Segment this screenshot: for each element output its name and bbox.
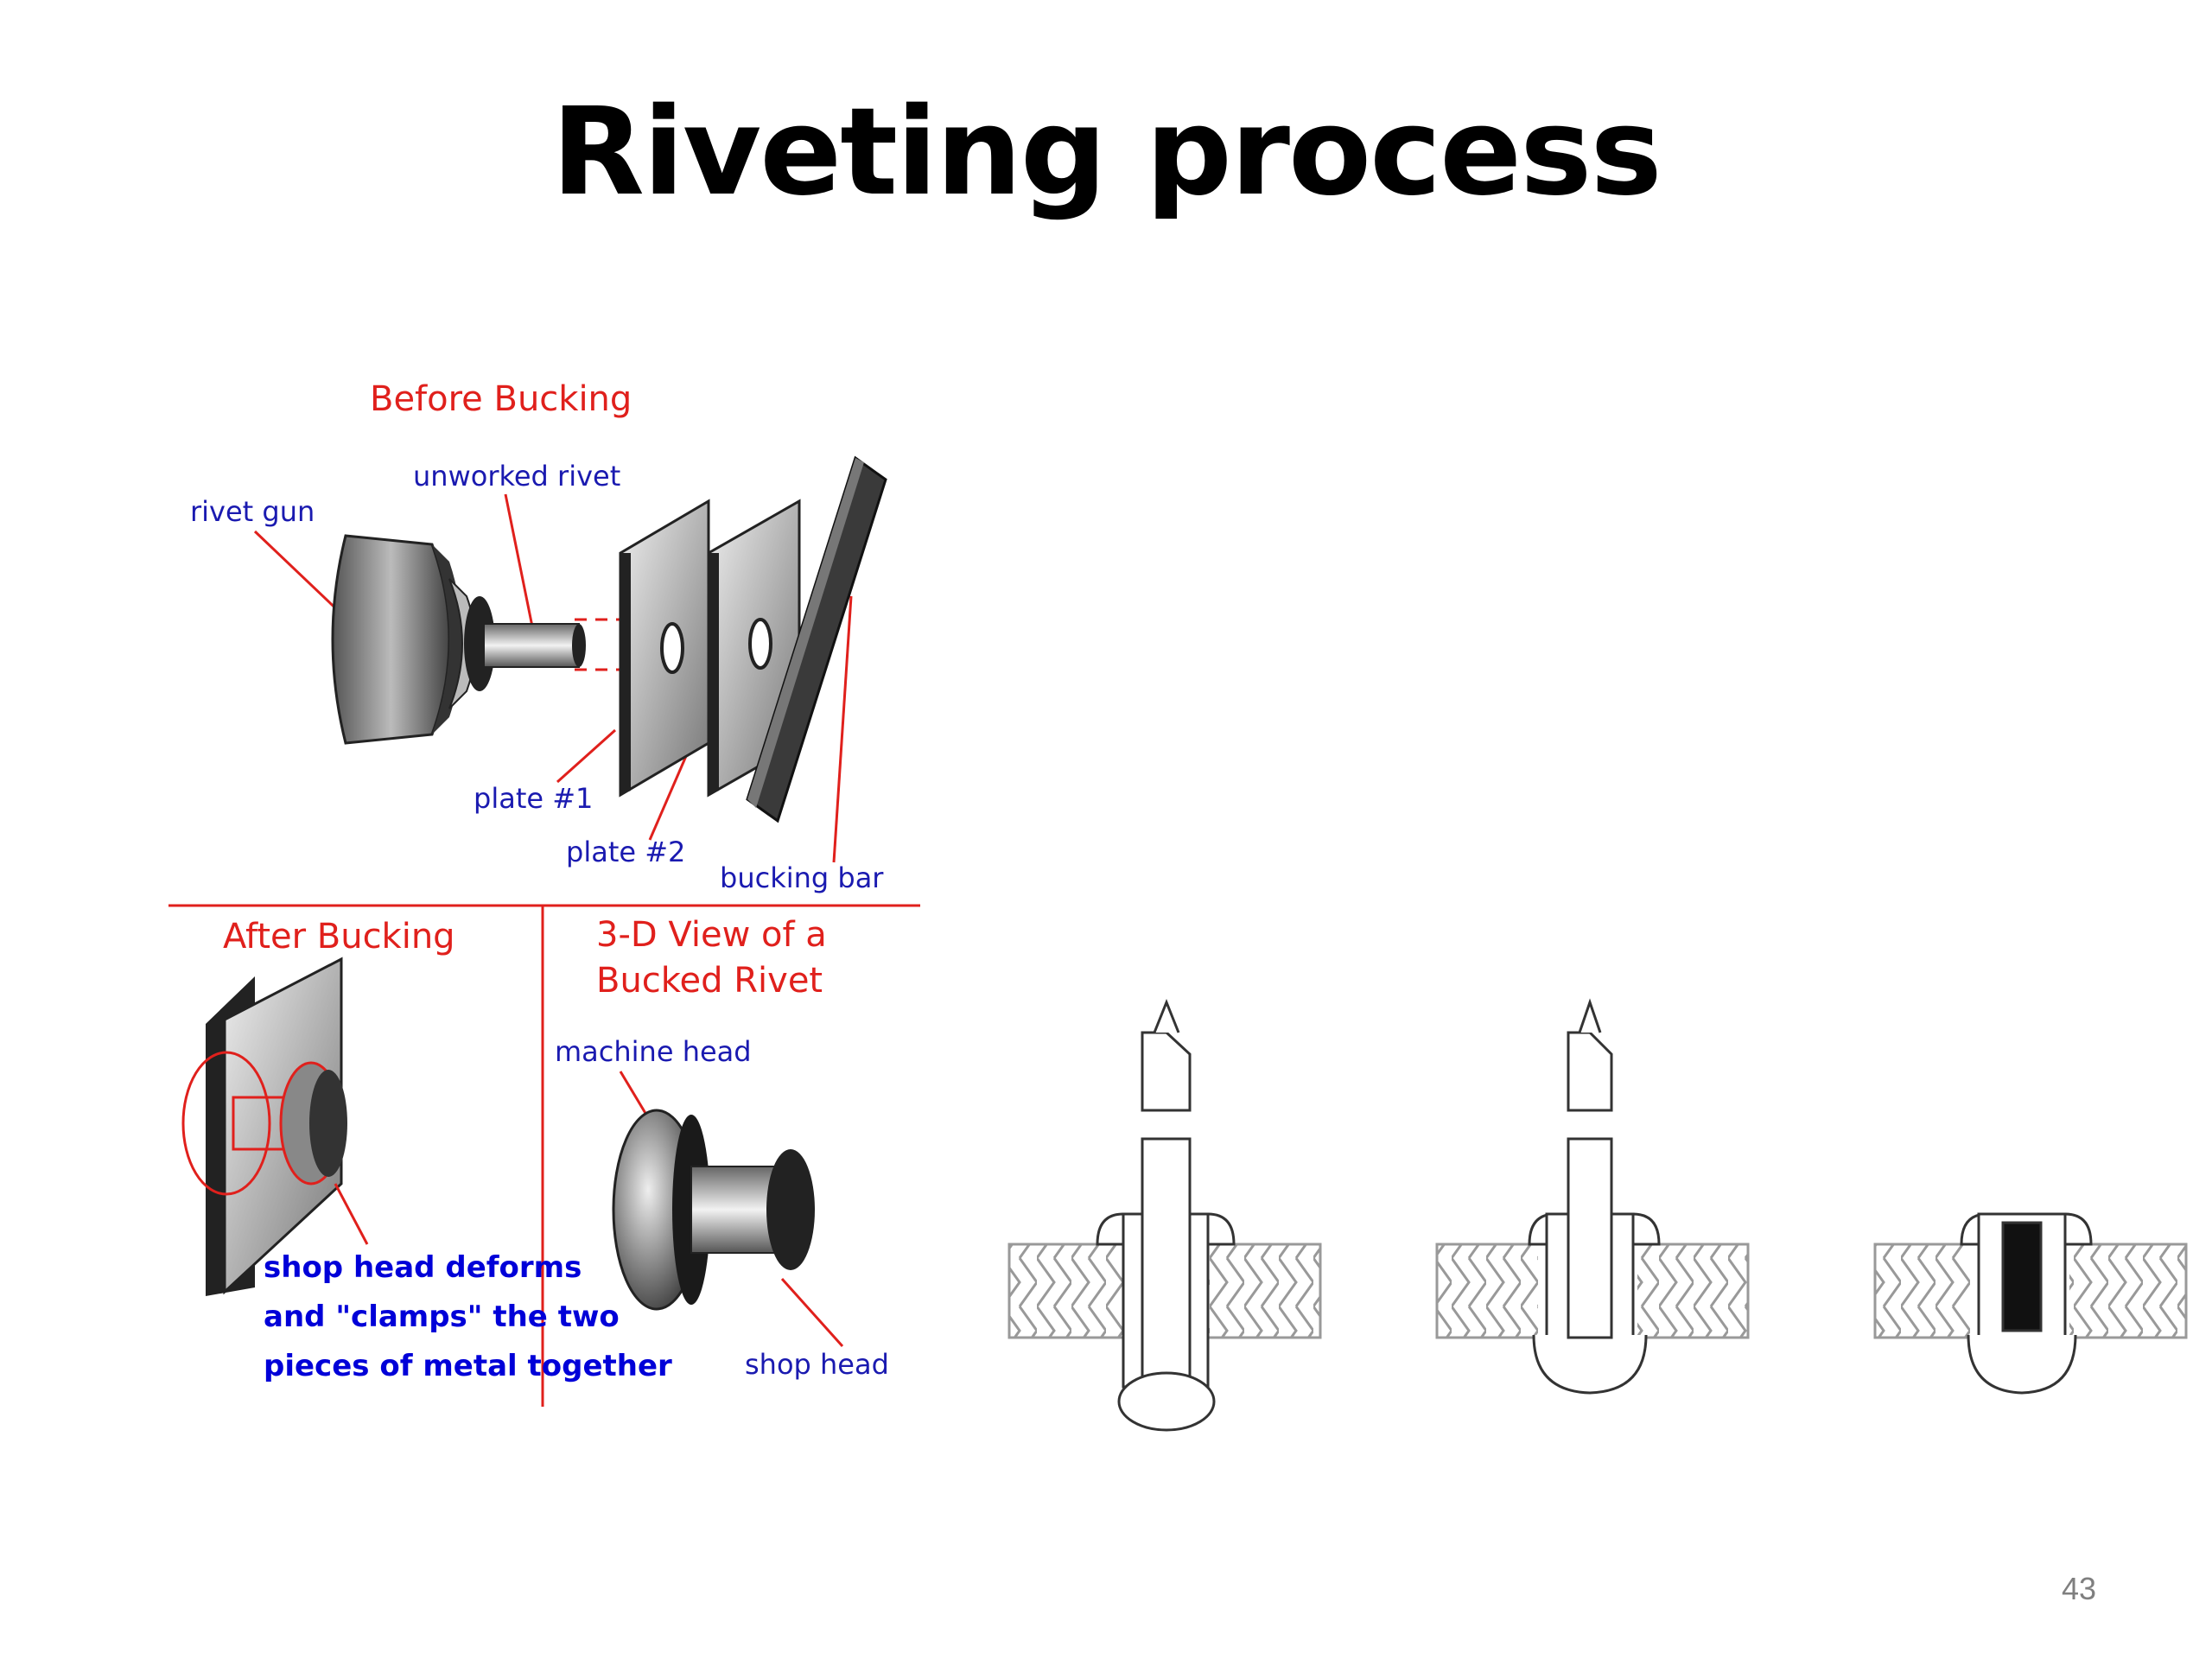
label-plate-1: plate #1 <box>474 782 593 815</box>
caption-line: and "clamps" the two <box>264 1300 620 1334</box>
view3d-title-line1: 3-D View of a <box>596 915 827 955</box>
slide-title: Riveting process <box>551 82 1662 223</box>
bucking-bar-illustration <box>746 455 887 823</box>
blind-rivet-stage-2 <box>1435 998 1750 1395</box>
label-bucking-bar: bucking bar <box>720 861 884 894</box>
blind-rivet-stage-3 <box>1873 1212 2188 1395</box>
blind-rivet-stage-1 <box>1007 998 1322 1432</box>
caption-line: shop head deforms <box>264 1250 582 1285</box>
after-bucking-caption: shop head deforms and "clamps" the two p… <box>264 1250 672 1383</box>
label-rivet-gun: rivet gun <box>190 495 315 528</box>
after-bucking-illustration <box>181 957 369 1296</box>
rivet-gun-illustration <box>331 534 495 745</box>
bucked-rivet-3d-illustration <box>612 1071 844 1348</box>
caption-line: pieces of metal together <box>264 1349 672 1383</box>
label-plate-2: plate #2 <box>566 836 685 868</box>
page-number: 43 <box>2061 1571 2096 1606</box>
before-bucking-title: Before Bucking <box>370 379 632 419</box>
unworked-rivet-illustration <box>483 623 586 668</box>
label-machine-head: machine head <box>555 1035 752 1068</box>
after-bucking-title: After Bucking <box>223 917 455 957</box>
label-shop-head: shop head <box>745 1348 889 1381</box>
view3d-title-line2: Bucked Rivet <box>596 961 823 1001</box>
label-unworked-rivet: unworked rivet <box>413 460 620 493</box>
plate-1-illustration <box>619 499 710 798</box>
